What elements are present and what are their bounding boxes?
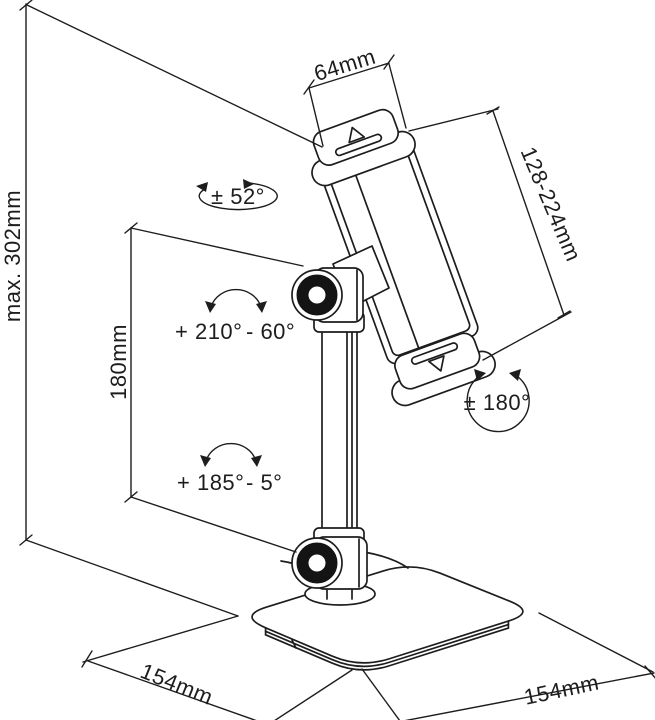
base-width-tick-left bbox=[81, 650, 93, 668]
upper-rotation-arrowhead-left-icon bbox=[205, 301, 216, 313]
dimension-max-height: max. 302mm bbox=[0, 0, 323, 617]
device-range-tick-bottom bbox=[557, 310, 571, 319]
stand-column bbox=[313, 311, 365, 549]
holder-tilt-label: ± 52° bbox=[211, 184, 265, 209]
clamp-arrow-down-icon bbox=[428, 355, 445, 372]
clamp-arrow-up-icon bbox=[348, 126, 366, 144]
swivel-arrowhead-left-icon bbox=[474, 369, 486, 381]
base-edge-notch bbox=[291, 639, 297, 649]
annotation-holder-tilt: ± 52° bbox=[196, 179, 278, 211]
base-width-extension-left bbox=[82, 615, 239, 663]
upper-rotation-arrowhead-right-icon bbox=[256, 301, 267, 313]
holder-width-tick-right bbox=[383, 54, 395, 70]
base-depth-extension-left bbox=[361, 668, 401, 720]
lower-rotation-arrowhead-left-icon bbox=[200, 455, 211, 467]
tilt-arrowhead-left-icon bbox=[196, 182, 208, 192]
top-clamp-slot bbox=[334, 133, 383, 157]
upper-joint-ring bbox=[296, 274, 338, 316]
swivel-arrowhead-right-icon bbox=[509, 369, 521, 381]
top-clamp bbox=[312, 108, 400, 166]
holder-swivel-label: ± 180° bbox=[464, 390, 531, 415]
upper-rotation-plus-label: + 210° bbox=[175, 319, 242, 344]
base-depth-line bbox=[404, 672, 655, 720]
holder-width-tick-left bbox=[303, 79, 315, 95]
base-width-label: 154mm bbox=[137, 658, 217, 710]
base-rim-bottom bbox=[264, 627, 510, 671]
column-height-extension-bottom bbox=[130, 496, 297, 553]
tilt-arrowhead-right-icon bbox=[243, 179, 254, 189]
max-height-label: max. 302mm bbox=[0, 190, 25, 322]
device-panel-seam bbox=[349, 160, 420, 349]
annotation-holder-swivel: ± 180° bbox=[464, 369, 531, 433]
base-platform-arc-right bbox=[363, 551, 409, 569]
tilt-ellipse-arrow bbox=[198, 182, 278, 211]
upper-rotation-arc bbox=[210, 288, 262, 308]
base-depth-label: 154mm bbox=[522, 670, 601, 710]
base-rim-edge bbox=[264, 623, 510, 668]
upper-joint bbox=[291, 267, 364, 323]
max-height-extension-top bbox=[26, 4, 323, 148]
base-depth-extension-right bbox=[538, 612, 654, 673]
column-height-label: 180mm bbox=[106, 324, 131, 400]
device-range-label: 128-224mm bbox=[516, 143, 587, 265]
holder-width-extension-right bbox=[388, 63, 407, 129]
lower-rotation-plus-label: + 185° bbox=[177, 470, 244, 495]
lower-joint bbox=[291, 536, 368, 590]
annotation-lower-joint-rotation: + 185° - 5° bbox=[177, 442, 282, 495]
lower-joint-ring bbox=[296, 542, 338, 584]
dimension-column-height: 180mm bbox=[106, 222, 304, 553]
upper-rotation-minus-label: - 60° bbox=[246, 319, 295, 344]
base-width-extension-right bbox=[274, 669, 353, 720]
bottom-clamp bbox=[394, 332, 481, 390]
column-height-extension-top bbox=[130, 227, 304, 267]
max-height-tick-top bbox=[19, 0, 33, 11]
stand-drawing bbox=[251, 108, 524, 671]
device-range-extension-bottom bbox=[482, 311, 572, 361]
holder-width-label: 64mm bbox=[311, 44, 379, 86]
base-top-surface bbox=[251, 566, 524, 664]
bottom-clamp-slot bbox=[410, 342, 459, 365]
holder-width-extension-left bbox=[308, 87, 324, 147]
lower-rotation-arrowhead-right-icon bbox=[251, 455, 262, 467]
device-range-line bbox=[492, 110, 565, 316]
base-width-line bbox=[87, 660, 257, 720]
lower-rotation-minus-label: - 5° bbox=[246, 470, 282, 495]
device-range-extension-top bbox=[408, 108, 499, 132]
floor-edge-line bbox=[25, 539, 239, 617]
swivel-circle-arrow bbox=[466, 375, 530, 433]
holder-width-line bbox=[308, 62, 390, 89]
annotation-upper-joint-rotation: + 210° - 60° bbox=[175, 288, 295, 344]
tablet-cradle bbox=[311, 108, 496, 407]
lower-rotation-arc bbox=[205, 442, 257, 462]
